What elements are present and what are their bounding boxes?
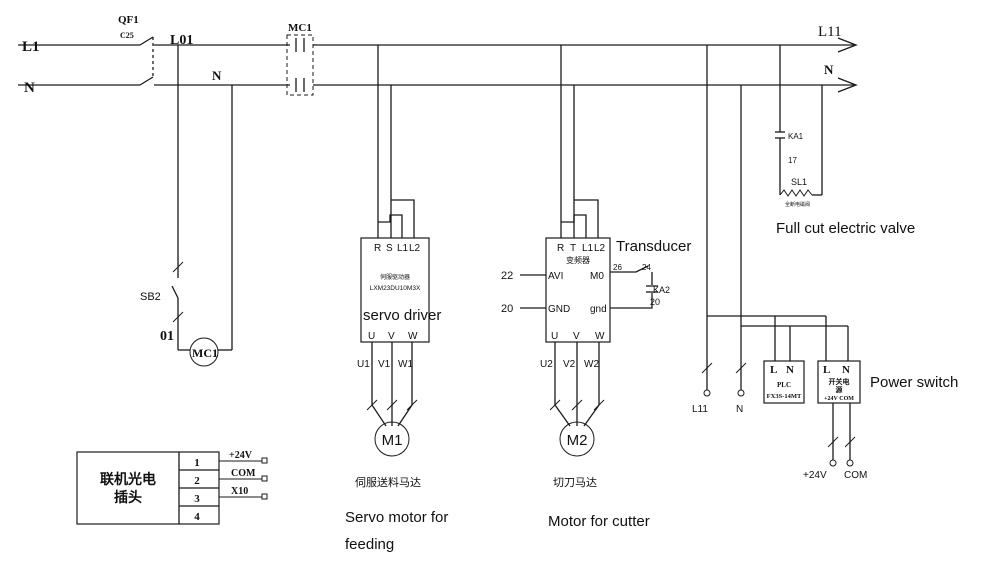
line-l11: L11: [818, 24, 842, 40]
vfd-out-v: V: [573, 331, 580, 342]
vfd-gnd-r: gnd: [590, 304, 607, 315]
servo-wire-w1: W1: [398, 359, 413, 370]
servo-wire-v1: V1: [378, 359, 391, 370]
line-n-out: N: [824, 62, 834, 77]
line-n-inner: N: [212, 68, 222, 83]
connector-pin-3: 3: [194, 493, 200, 505]
valve-label: Full cut electric valve: [776, 220, 915, 237]
servo-out-v: V: [388, 331, 395, 342]
servo-driver-box: [360, 237, 430, 343]
psu-box: [817, 360, 861, 404]
plc-n: N: [786, 364, 794, 376]
contactor-name: MC1: [288, 22, 312, 34]
vfd-out-w: W: [595, 331, 605, 342]
connector-title-1: 联机光电: [100, 471, 156, 487]
connector-pin-4: 4: [194, 511, 200, 523]
vfd-wire-w2: W2: [584, 359, 599, 370]
plc-box: [763, 360, 805, 404]
servo-out-w: W: [408, 331, 418, 342]
servo-in-r: R: [374, 243, 381, 254]
vfd-avi: AVI: [548, 271, 563, 282]
vfd-wire-22: 22: [501, 270, 513, 282]
vfd-wire-20: 20: [501, 303, 513, 315]
line-l1: L1: [22, 39, 40, 55]
tap-n: N: [736, 404, 743, 415]
servo-wire-u1: U1: [357, 359, 370, 370]
servo-out-u: U: [368, 331, 375, 342]
vfd-wire-26: 26: [613, 263, 622, 272]
motor-m1-label: M1: [382, 432, 403, 449]
plc-name: PLC: [777, 381, 791, 389]
servo-in-s: S: [386, 243, 393, 254]
line-n-main: N: [24, 80, 35, 96]
psu-name-1: 开关电: [829, 377, 850, 386]
servo-in-l1: L1: [397, 243, 409, 254]
connector-pin-2: 2: [194, 475, 200, 487]
servo-motor-cn: 伺服送料马达: [355, 475, 421, 489]
plc-l: L: [770, 364, 777, 376]
psu-out-com: COM: [844, 470, 867, 481]
vfd-gnd: GND: [548, 304, 570, 315]
valve-wire: 17: [788, 156, 797, 165]
psu-out-24v: +24V: [803, 470, 827, 481]
switch-node: 01: [160, 329, 174, 344]
vfd-wire-24: 24: [642, 263, 651, 272]
psu-outputs: +24V COM: [824, 396, 854, 402]
transducer-title: 变频器: [566, 255, 590, 265]
plc-model: FX3S-14MT: [767, 393, 802, 400]
valve-coil: SL1: [791, 177, 807, 187]
vfd-ka2: KA2: [653, 285, 670, 295]
breaker-name: QF1: [118, 14, 139, 26]
servo-motor-en-2: feeding: [345, 536, 394, 553]
motor-m2-label: M2: [567, 432, 588, 449]
connector-pin-1: 1: [194, 457, 200, 469]
vfd-in-l2: L2: [594, 243, 606, 254]
tap-l11: L11: [692, 404, 708, 415]
main-bus: [18, 34, 858, 96]
connector-table: [76, 451, 268, 525]
psu-n: N: [842, 364, 850, 376]
valve-relay: KA1: [788, 132, 804, 141]
coil-mc1-label: MC1: [192, 346, 218, 360]
connector-title-2: 插头: [114, 489, 142, 505]
transducer-box: [545, 237, 611, 343]
vfd-out-u: U: [551, 331, 558, 342]
psu-label: Power switch: [870, 374, 958, 391]
valve-branch: [775, 45, 823, 197]
connector-signal-24v: +24V: [229, 450, 253, 461]
vfd-wire-20b: 20: [650, 297, 660, 307]
vfd-in-r: R: [557, 243, 564, 254]
vfd-m0: M0: [590, 271, 604, 282]
connector-signal-com: COM: [231, 468, 256, 479]
vfd-in-l1: L1: [582, 243, 594, 254]
cutter-motor-cn: 切刀马达: [553, 476, 597, 489]
supply-wiring: [701, 45, 856, 467]
coil-branch: [171, 45, 233, 367]
servo-driver-model: LXM23DU10M3X: [370, 285, 421, 292]
breaker-rating: C25: [120, 31, 134, 40]
transducer-label: Transducer: [616, 238, 691, 255]
switch-name: SB2: [140, 291, 161, 303]
vfd-wire-v2: V2: [563, 359, 576, 370]
servo-driver-title: 伺服驱动器: [380, 273, 410, 281]
vfd-in-t: T: [570, 243, 576, 254]
transducer-wiring: [520, 45, 658, 457]
line-l01: L01: [170, 33, 193, 48]
psu-name-2: 源: [836, 385, 843, 394]
servo-driver-label: servo driver: [363, 307, 441, 324]
servo-in-l2: L2: [409, 243, 421, 254]
psu-l: L: [823, 364, 830, 376]
servo-motor-en-1: Servo motor for: [345, 509, 448, 526]
cutter-motor-en: Motor for cutter: [548, 513, 650, 530]
valve-coil-cn: 全断电磁阀: [785, 201, 810, 208]
servo-driver-wiring: [366, 45, 418, 457]
connector-signal-x10: X10: [231, 486, 248, 497]
vfd-wire-u2: U2: [540, 359, 553, 370]
